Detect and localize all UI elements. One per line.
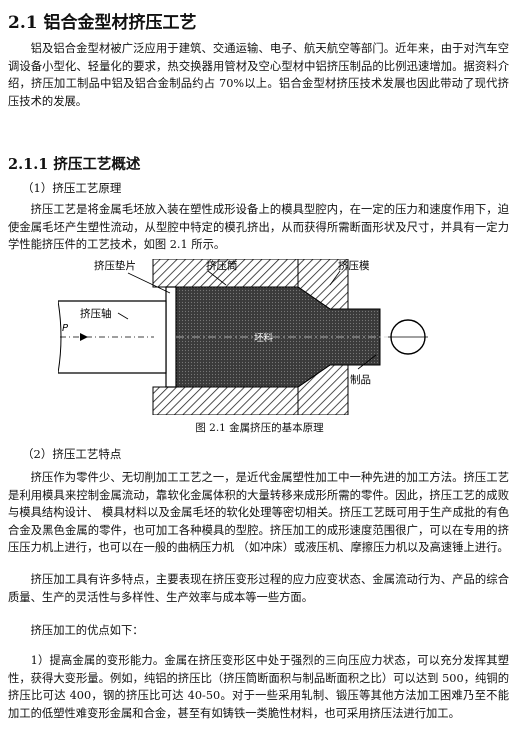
advantages-heading: 挤压加工的优点如下：: [30, 624, 144, 637]
intro-paragraph: 铝及铝合金型材被广泛应用于建筑、交通运输、电子、航天航空等部门。近年来，由于对汽…: [8, 42, 509, 108]
features-paragraph-2: 挤压加工具有许多特点，主要表现在挤压变形过程的应力应变状态、金属流动行为、产品的…: [8, 573, 509, 604]
container-lower: [152, 386, 299, 415]
label-ram: 挤压轴: [80, 307, 112, 320]
figure-caption: 图 2.1 金属挤压的基本原理: [195, 422, 324, 434]
features-paragraph-1: 挤压作为零件少、无切削加工工艺之一，是近代金属塑性加工中一种先进的加工方法。挤压…: [8, 471, 509, 555]
label-product: 制品: [350, 373, 371, 386]
label-die: 挤压模: [338, 259, 370, 272]
label-force: P: [62, 323, 69, 334]
extrusion-diagram: 挤压垫片 挤压筒 挤压模 挤压轴 坯料 制品 P: [58, 259, 428, 415]
principle-paragraph: 挤压工艺是将金属毛坯放入装在塑性成形设备上的模具型腔内，在一定的压力和速度作用下…: [8, 203, 509, 252]
label-pad: 挤压垫片: [94, 259, 136, 272]
label-container: 挤压筒: [206, 259, 238, 272]
section-title: 2.1 铝合金型材挤压工艺: [8, 13, 197, 33]
advantage-item-1: 1）提高金属的变形能力。金属在挤压变形区中处于强烈的三向压应力状态，可以充分发挥…: [8, 654, 509, 720]
label-billet: 坯料: [254, 332, 274, 344]
features-heading: （2）挤压工艺特点: [22, 447, 122, 461]
subsection-title: 2.1.1 挤压工艺概述: [8, 156, 141, 173]
principle-heading: （1）挤压工艺原理: [22, 181, 122, 195]
extrusion-pad: [165, 286, 177, 388]
